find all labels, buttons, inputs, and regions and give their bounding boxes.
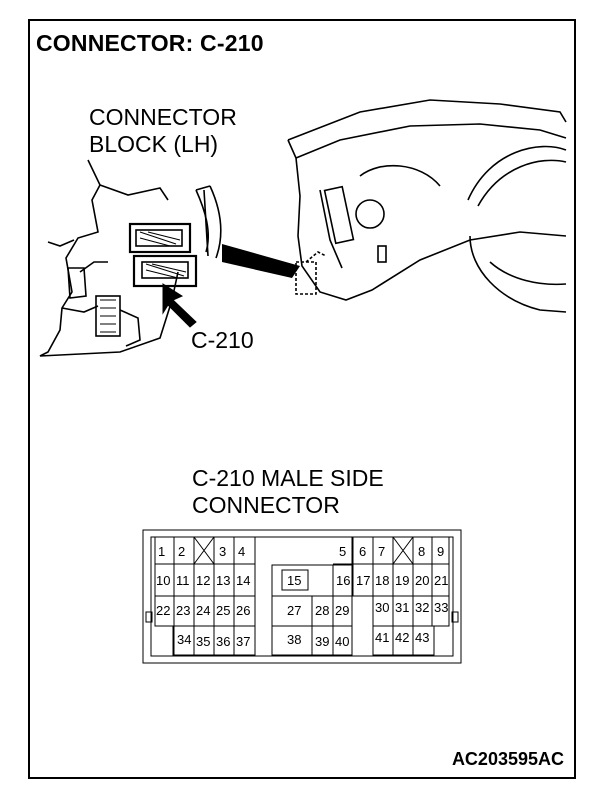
pin-34: 34: [177, 632, 191, 647]
center-pin-block: [271, 564, 353, 656]
pin-33: 33: [434, 600, 448, 615]
pin-3: 3: [219, 544, 226, 559]
pin-26: 26: [236, 603, 250, 618]
figure-frame: [28, 19, 576, 779]
figure-code: AC203595AC: [451, 749, 564, 769]
c210-arrow: [162, 283, 197, 328]
pin-27: 27: [287, 603, 301, 618]
pin-17: 17: [356, 573, 370, 588]
pin-43: 43: [415, 630, 429, 645]
pin-41: 41: [375, 630, 389, 645]
pin-40: 40: [335, 634, 349, 649]
pin-30: 30: [375, 600, 389, 615]
male-side-label-line1: C-210 MALE SIDE: [192, 465, 384, 491]
empty-cavity-right: [392, 536, 414, 565]
pin-6: 6: [359, 544, 366, 559]
pin-32: 32: [415, 600, 429, 615]
c210-callout-label: C-210: [191, 327, 254, 353]
connector-block-label: CONNECTOR BLOCK (LH): [89, 104, 237, 158]
pin-21: 21: [434, 573, 448, 588]
pin-23: 23: [176, 603, 190, 618]
pin-5: 5: [339, 544, 346, 559]
housing-outline: [142, 529, 462, 664]
pin-24: 24: [196, 603, 210, 618]
pin-19: 19: [395, 573, 409, 588]
pin-35: 35: [196, 634, 210, 649]
pin-38: 38: [287, 632, 301, 647]
pin-7: 7: [378, 544, 385, 559]
dashboard-illustration: [287, 99, 567, 313]
pin-25: 25: [216, 603, 230, 618]
pin-2: 2: [178, 544, 185, 559]
pin-11: 11: [176, 573, 190, 588]
pin-16: 16: [336, 573, 350, 588]
empty-cavity-left: [193, 536, 215, 565]
pin-8: 8: [418, 544, 425, 559]
pin-12: 12: [196, 573, 210, 588]
cavity-15: [281, 569, 309, 591]
pin-15: 15: [287, 573, 301, 588]
connector-block-illustration: [39, 159, 222, 357]
housing-inner: [150, 536, 454, 657]
pin-1: 1: [158, 544, 165, 559]
male-side-label: C-210 MALE SIDE CONNECTOR: [192, 465, 384, 519]
pin-37: 37: [236, 634, 250, 649]
figure-title: CONNECTOR: C-210: [36, 30, 264, 56]
pin-42: 42: [395, 630, 409, 645]
pin-14: 14: [236, 573, 250, 588]
pin-18: 18: [375, 573, 389, 588]
connector-block-label-line2: BLOCK (LH): [89, 131, 219, 157]
location-pointer: [222, 244, 300, 278]
pin-20: 20: [415, 573, 429, 588]
pin-9: 9: [437, 544, 444, 559]
pin-31: 31: [395, 600, 409, 615]
connector-block-label-line1: CONNECTOR: [89, 104, 237, 130]
pin-29: 29: [335, 603, 349, 618]
pin-13: 13: [216, 573, 230, 588]
pin-10: 10: [156, 573, 170, 588]
pin-39: 39: [315, 634, 329, 649]
pin-22: 22: [156, 603, 170, 618]
male-side-label-line2: CONNECTOR: [192, 492, 340, 518]
pin-4: 4: [238, 544, 245, 559]
pin-28: 28: [315, 603, 329, 618]
pin-36: 36: [216, 634, 230, 649]
